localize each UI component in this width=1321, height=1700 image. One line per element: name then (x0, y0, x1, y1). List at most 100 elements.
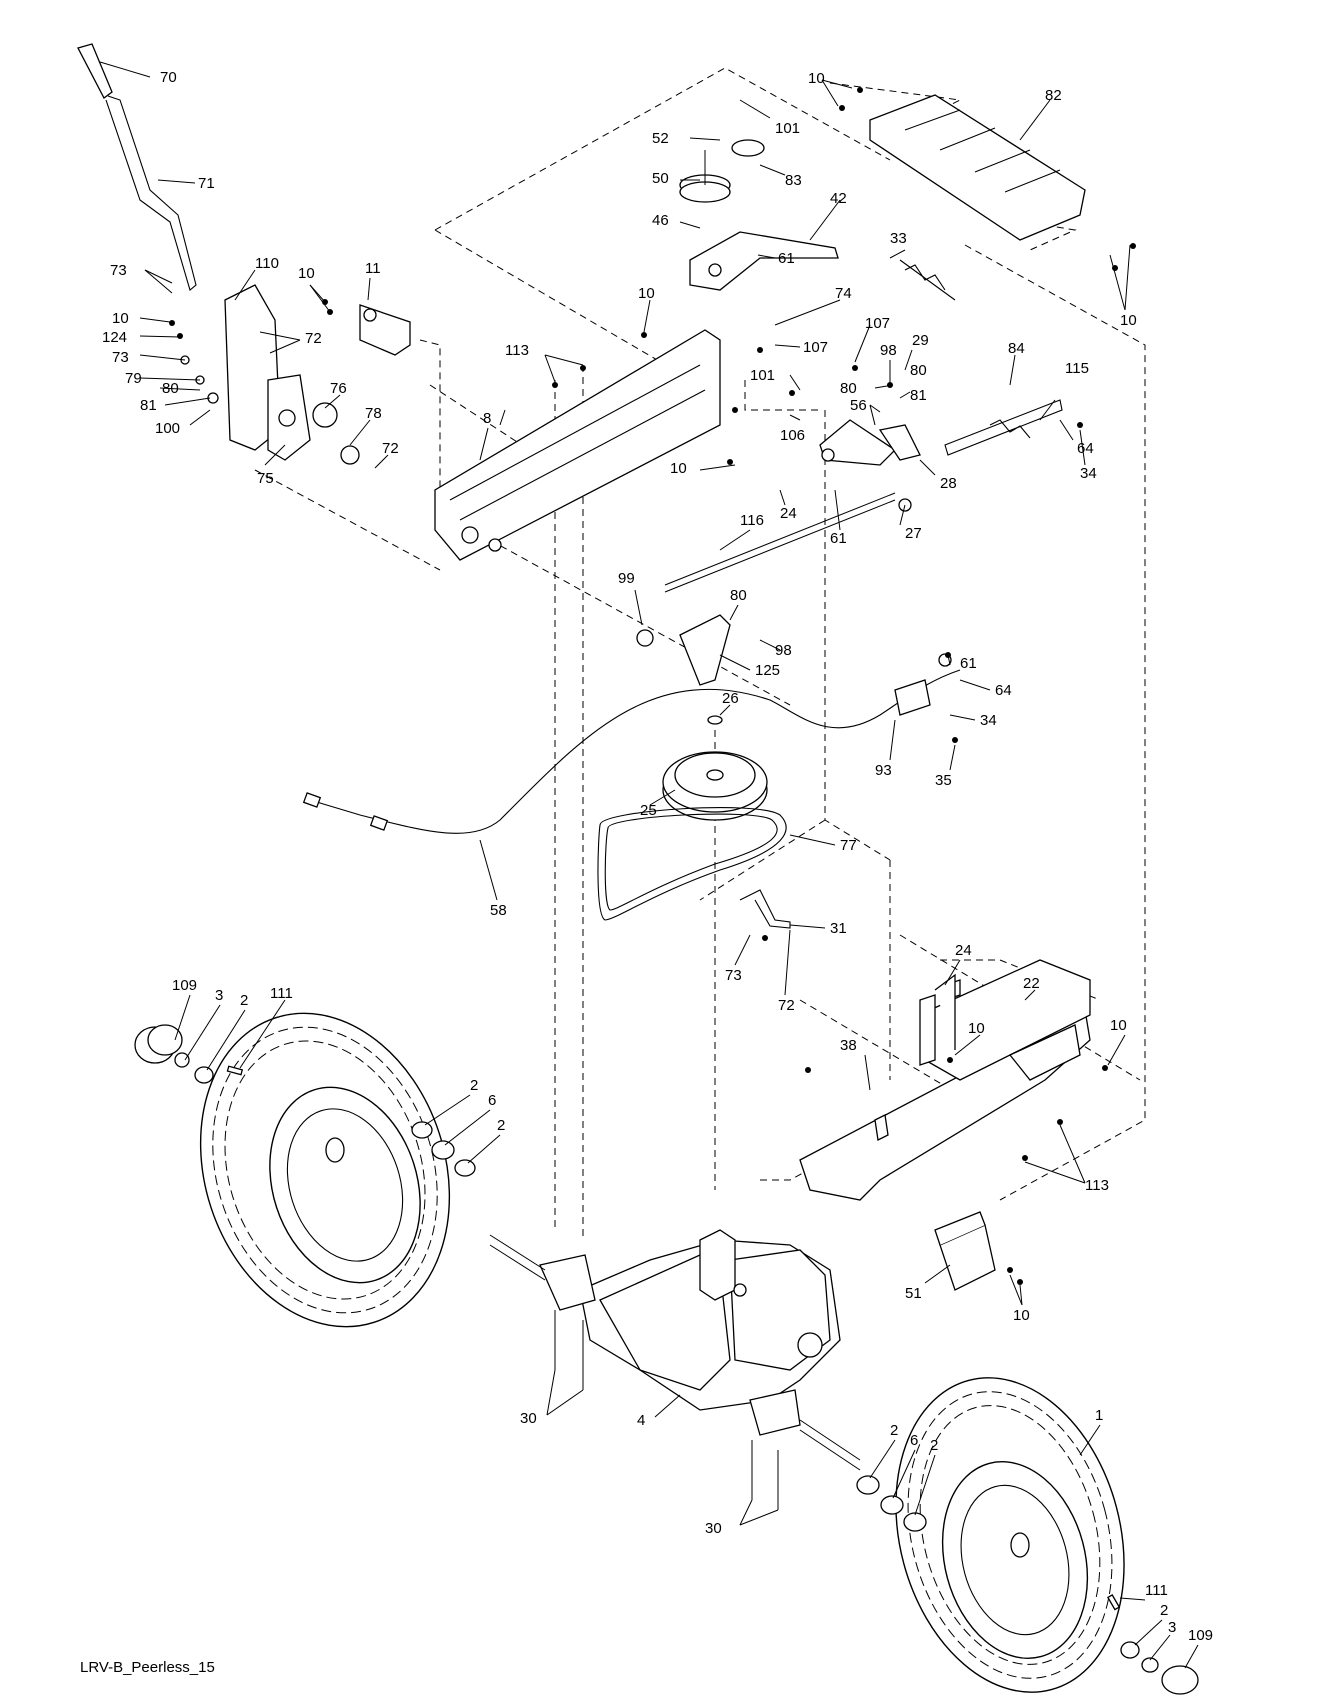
callout-83: 83 (785, 172, 802, 189)
callout-27: 27 (905, 525, 922, 542)
callout-56: 56 (850, 397, 867, 414)
callout-11: 11 (365, 260, 381, 277)
shift-lever (77, 43, 197, 291)
callout-106: 106 (780, 427, 805, 444)
cable-58 (302, 669, 961, 834)
callout-125: 125 (755, 662, 780, 679)
callout-10: 10 (638, 285, 655, 302)
callout-30: 30 (705, 1520, 722, 1537)
callout-35: 35 (935, 772, 952, 789)
callout-72: 72 (382, 440, 399, 457)
callout-34: 34 (1080, 465, 1097, 482)
callout-10: 10 (1120, 312, 1137, 329)
callout-2: 2 (497, 1117, 505, 1134)
callout-3: 3 (215, 987, 223, 1004)
callout-80: 80 (730, 587, 747, 604)
callout-113: 113 (505, 342, 529, 359)
callout-10: 10 (298, 265, 315, 282)
callout-79: 79 (125, 370, 142, 387)
callout-10: 10 (968, 1020, 985, 1037)
callout-111: 111 (1145, 1582, 1168, 1599)
idler-arm (689, 231, 956, 301)
callout-99: 99 (618, 570, 635, 587)
transmission-pulley (662, 715, 768, 821)
callout-25: 25 (640, 802, 657, 819)
callout-115: 115 (1065, 360, 1089, 377)
transaxle (489, 1229, 861, 1471)
callout-22: 22 (1023, 975, 1040, 992)
callout-10: 10 (808, 70, 825, 87)
callout-6: 6 (488, 1092, 496, 1109)
hardware (169, 87, 1136, 1285)
drive-belt (597, 807, 787, 921)
callout-26: 26 (722, 690, 739, 707)
callout-50: 50 (652, 170, 669, 187)
callout-2: 2 (930, 1437, 938, 1454)
callout-98: 98 (880, 342, 897, 359)
callout-3: 3 (1168, 1619, 1176, 1636)
callout-42: 42 (830, 190, 847, 207)
callout-73: 73 (112, 349, 129, 366)
callout-93: 93 (875, 762, 892, 779)
callout-80: 80 (910, 362, 927, 379)
callout-31: 31 (830, 920, 847, 937)
callout-labels: 70 71 73 110 10 11 72 10 124 73 79 80 81… (102, 69, 1213, 1644)
callout-24: 24 (780, 505, 797, 522)
callout-24: 24 (955, 942, 972, 959)
callout-82: 82 (1045, 87, 1062, 104)
callout-72: 72 (778, 997, 795, 1014)
callout-51: 51 (905, 1285, 922, 1302)
bracket-93 (894, 653, 952, 716)
callout-100: 100 (155, 420, 180, 437)
callout-52: 52 (652, 130, 669, 147)
callout-109: 109 (172, 977, 197, 994)
callout-71: 71 (198, 175, 215, 192)
callout-2: 2 (890, 1422, 898, 1439)
callout-98: 98 (775, 642, 792, 659)
callout-34: 34 (980, 712, 997, 729)
leader-lines (99, 61, 1199, 1669)
callout-75: 75 (257, 470, 274, 487)
callout-80: 80 (162, 380, 179, 397)
callout-124: 124 (102, 329, 127, 346)
callout-6: 6 (910, 1432, 918, 1449)
callout-38: 38 (840, 1037, 857, 1054)
callout-8: 8 (483, 410, 491, 427)
frame-rail-right (799, 959, 1091, 1201)
lever-bracket (180, 284, 360, 465)
callout-116: 116 (740, 512, 764, 529)
callout-2: 2 (240, 992, 248, 1009)
callout-109: 109 (1188, 1627, 1213, 1644)
callout-10: 10 (670, 460, 687, 477)
callout-2: 2 (1160, 1602, 1168, 1619)
bracket-11 (359, 304, 411, 356)
callout-107: 107 (865, 315, 890, 332)
callout-28: 28 (940, 475, 957, 492)
callout-1: 1 (1095, 1407, 1103, 1424)
diagram-caption: LRV-B_Peerless_15 (80, 1659, 215, 1676)
callout-110: 110 (255, 255, 279, 272)
callout-76: 76 (330, 380, 347, 397)
callout-77: 77 (840, 837, 857, 854)
rod-116 (636, 492, 896, 686)
idler-pulleys (679, 139, 765, 203)
callout-29: 29 (912, 332, 929, 349)
callout-73: 73 (725, 967, 742, 984)
callout-61: 61 (778, 250, 795, 267)
callout-111: 111 (270, 985, 293, 1002)
wheel-left (134, 1012, 476, 1328)
callout-101: 101 (750, 367, 775, 384)
callout-73: 73 (110, 262, 127, 279)
callout-84: 84 (1008, 340, 1025, 357)
callout-10: 10 (112, 310, 129, 327)
bracket-51 (934, 1211, 996, 1291)
callout-30: 30 (520, 1410, 537, 1427)
callout-10: 10 (1013, 1307, 1030, 1324)
callout-4: 4 (637, 1412, 645, 1429)
callout-33: 33 (890, 230, 907, 247)
callout-101: 101 (775, 120, 800, 137)
callout-61: 61 (830, 530, 847, 547)
top-plate (869, 94, 1086, 241)
callout-64: 64 (995, 682, 1012, 699)
